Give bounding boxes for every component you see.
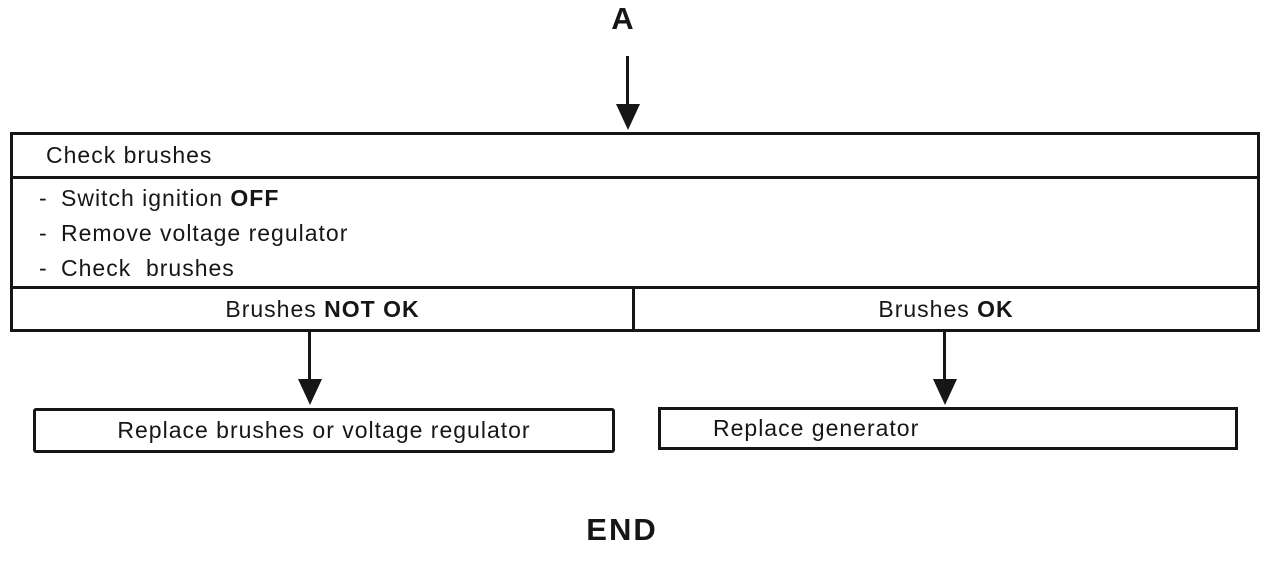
step-text: Check brushes xyxy=(61,255,235,282)
step-dash: - xyxy=(39,185,48,212)
outcome-brushes-ok: Brushes OK xyxy=(635,289,1257,329)
process-box: Check brushes - Switch ignition OFF - Re… xyxy=(10,132,1260,332)
action-replace-brushes-or-regulator: Replace brushes or voltage regulator xyxy=(33,408,615,453)
right-branch-arrow-head-icon xyxy=(933,379,957,405)
right-branch-arrow-line xyxy=(943,332,946,382)
outcome-text: Brushes xyxy=(878,295,970,322)
outcome-text: Brushes xyxy=(225,295,317,322)
entry-arrow-head-icon xyxy=(616,104,640,130)
process-title: Check brushes xyxy=(13,135,1257,180)
end-label: END xyxy=(586,512,658,547)
step-dash: - xyxy=(39,255,48,282)
outcome-brushes-not-ok: Brushes NOT OK xyxy=(13,289,635,329)
entry-arrow-line xyxy=(626,56,629,108)
outcome-row: Brushes NOT OK Brushes OK xyxy=(13,286,1257,329)
outcome-text-bold: NOT OK xyxy=(324,295,420,322)
step-text: Remove voltage regulator xyxy=(61,220,349,247)
step-dash: - xyxy=(39,220,48,247)
process-steps: - Switch ignition OFF - Remove voltage r… xyxy=(13,179,1257,286)
action-replace-generator: Replace generator xyxy=(658,407,1238,450)
step-text-bold: OFF xyxy=(230,185,280,212)
process-step: - Check brushes xyxy=(39,251,1257,286)
outcome-text-bold: OK xyxy=(977,295,1014,322)
process-step: - Switch ignition OFF xyxy=(39,181,1257,216)
process-step: - Remove voltage regulator xyxy=(39,216,1257,251)
step-text: Switch ignition xyxy=(61,185,224,212)
connector-label-a: A xyxy=(611,1,635,36)
left-branch-arrow-head-icon xyxy=(298,379,322,405)
left-branch-arrow-line xyxy=(308,332,311,382)
